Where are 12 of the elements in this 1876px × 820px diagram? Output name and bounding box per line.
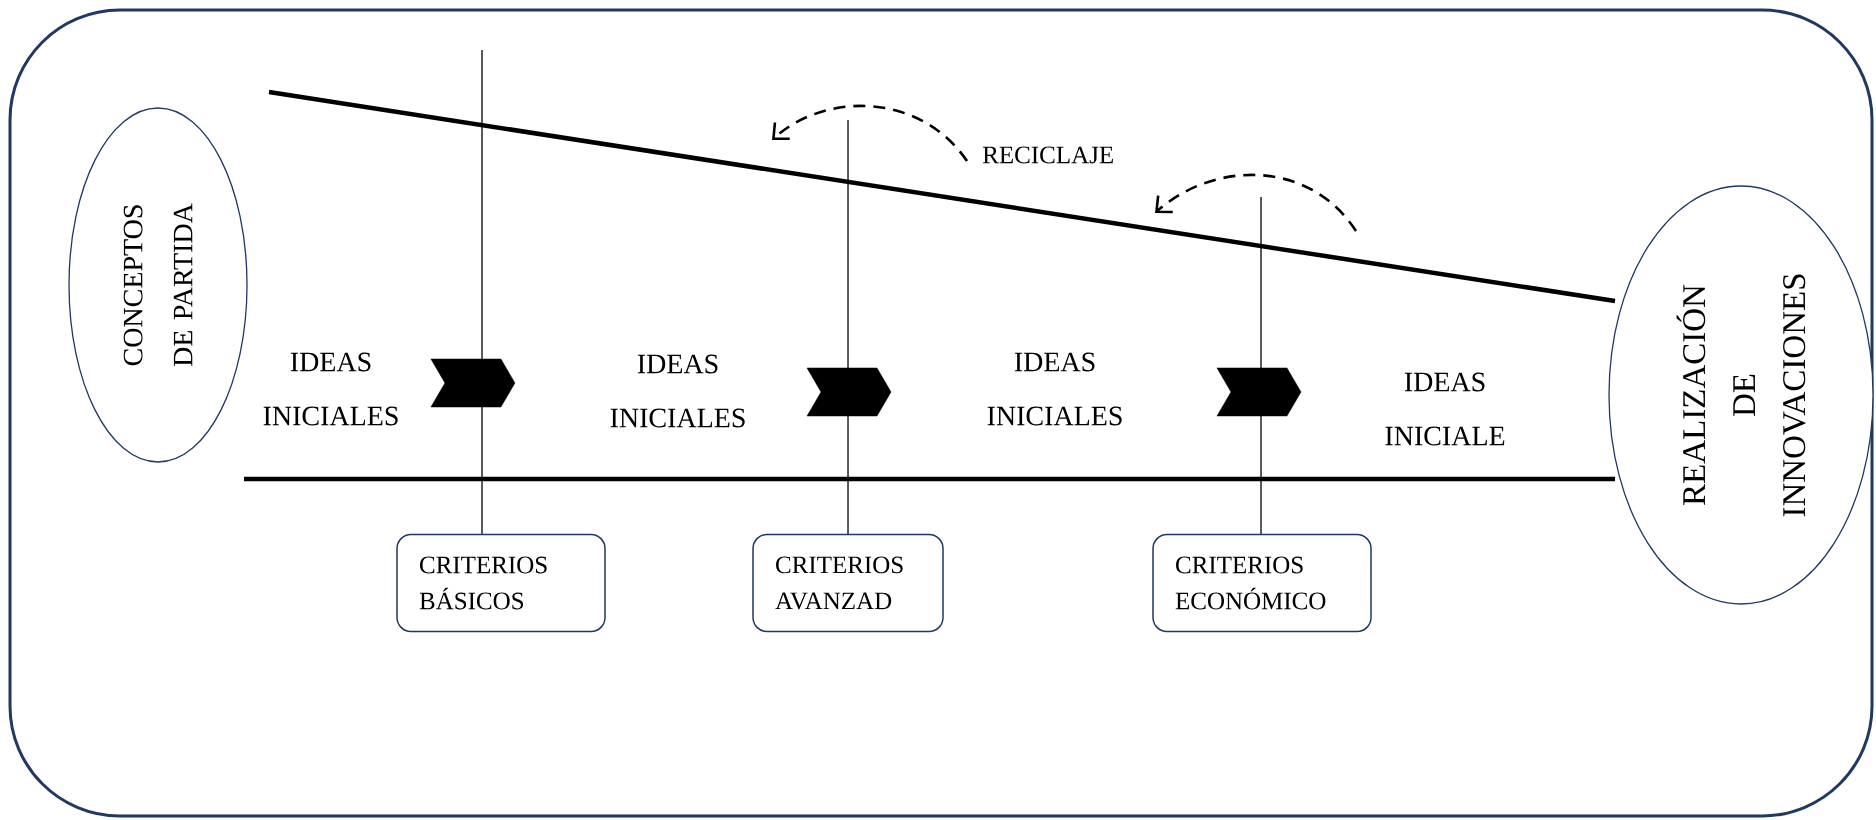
chevron-arrow	[430, 358, 516, 408]
node-label: REALIZACIÓN DE INNOVACIONES	[1676, 274, 1806, 517]
chevron-arrow	[1216, 367, 1302, 417]
criteria-box: CRITERIOS ECONÓMICO	[1152, 533, 1372, 633]
recycle-label: RECICLAJE	[982, 146, 1113, 164]
criteria-box: CRITERIOS BÁSICOS	[396, 533, 606, 633]
idea-label: IDEAS INICIALE	[1385, 372, 1505, 446]
idea-label: IDEAS INICIALES	[610, 354, 745, 428]
idea-label: IDEAS INICIALES	[987, 352, 1122, 426]
chevron-arrow	[806, 367, 892, 417]
criteria-box: CRITERIOS AVANZAD	[752, 533, 944, 633]
idea-label: IDEAS INICIALES	[263, 352, 398, 426]
